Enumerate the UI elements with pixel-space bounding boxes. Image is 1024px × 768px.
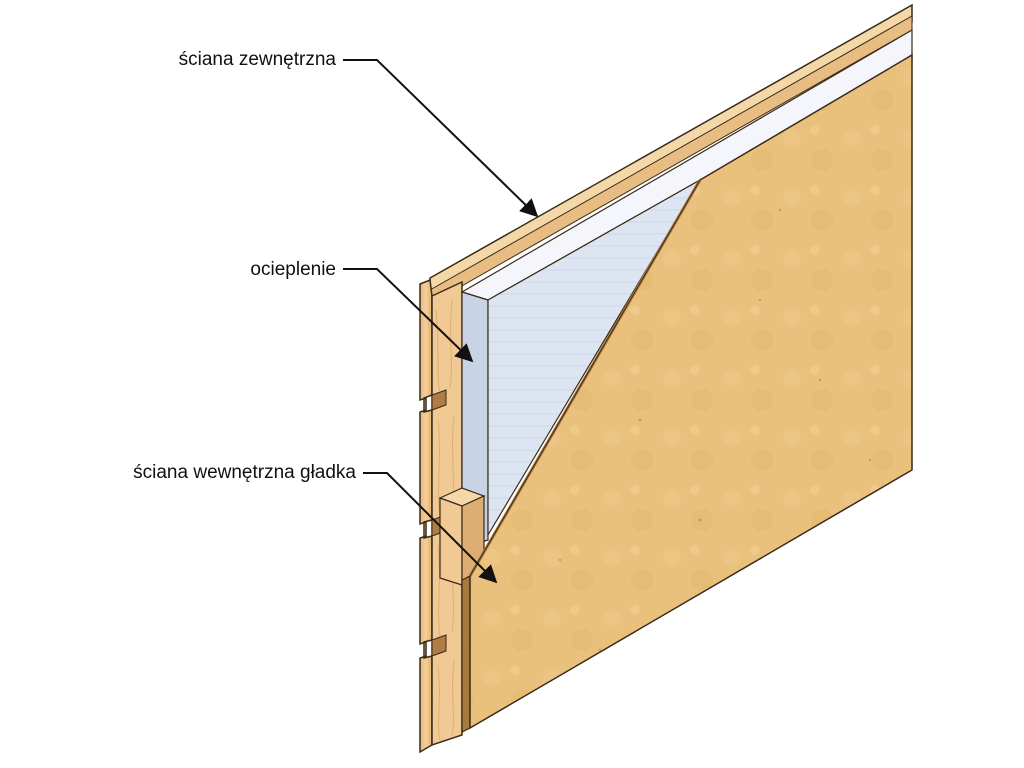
callout-label-exterior: ściana zewnętrzna xyxy=(179,49,337,70)
callout-leader-exterior xyxy=(343,60,537,216)
callout-label-interior: ściana wewnętrzna gładka xyxy=(133,462,356,483)
interior-board-edge xyxy=(462,576,470,732)
wooden-stud-front xyxy=(440,498,462,585)
callout-label-insulation: ocieplenie xyxy=(250,259,336,280)
